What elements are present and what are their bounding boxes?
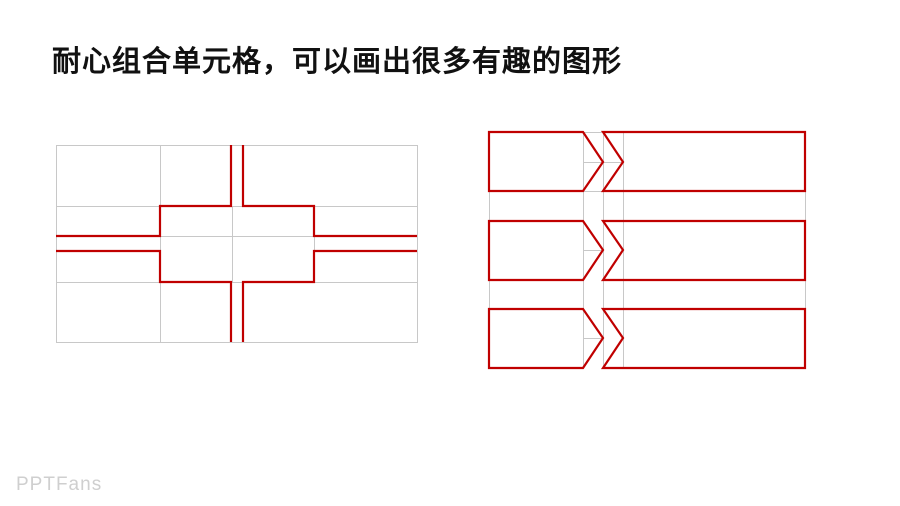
cross-shape-figure <box>56 145 418 343</box>
chevron-rows-figure <box>487 130 807 370</box>
chevron-row-2-right <box>600 219 807 282</box>
chevron-row-2-left <box>487 219 605 282</box>
chevron-row-1-right <box>600 130 807 193</box>
grid-border <box>56 145 418 343</box>
cross-outline-top-left <box>56 145 233 238</box>
slide-title: 耐心组合单元格，可以画出很多有趣的图形 <box>52 44 623 78</box>
cross-outline-bottom-right <box>241 249 417 342</box>
watermark-logo: PPTFans <box>16 474 103 495</box>
cell-grid <box>56 145 418 343</box>
chevron-row-3-right <box>600 307 807 370</box>
cross-outline-bottom-left <box>56 249 233 342</box>
chevron-row-1-left <box>487 130 605 193</box>
cross-outline-top-right <box>241 145 417 238</box>
cell-grid <box>489 132 806 368</box>
chevron-row-3-left <box>487 307 605 370</box>
